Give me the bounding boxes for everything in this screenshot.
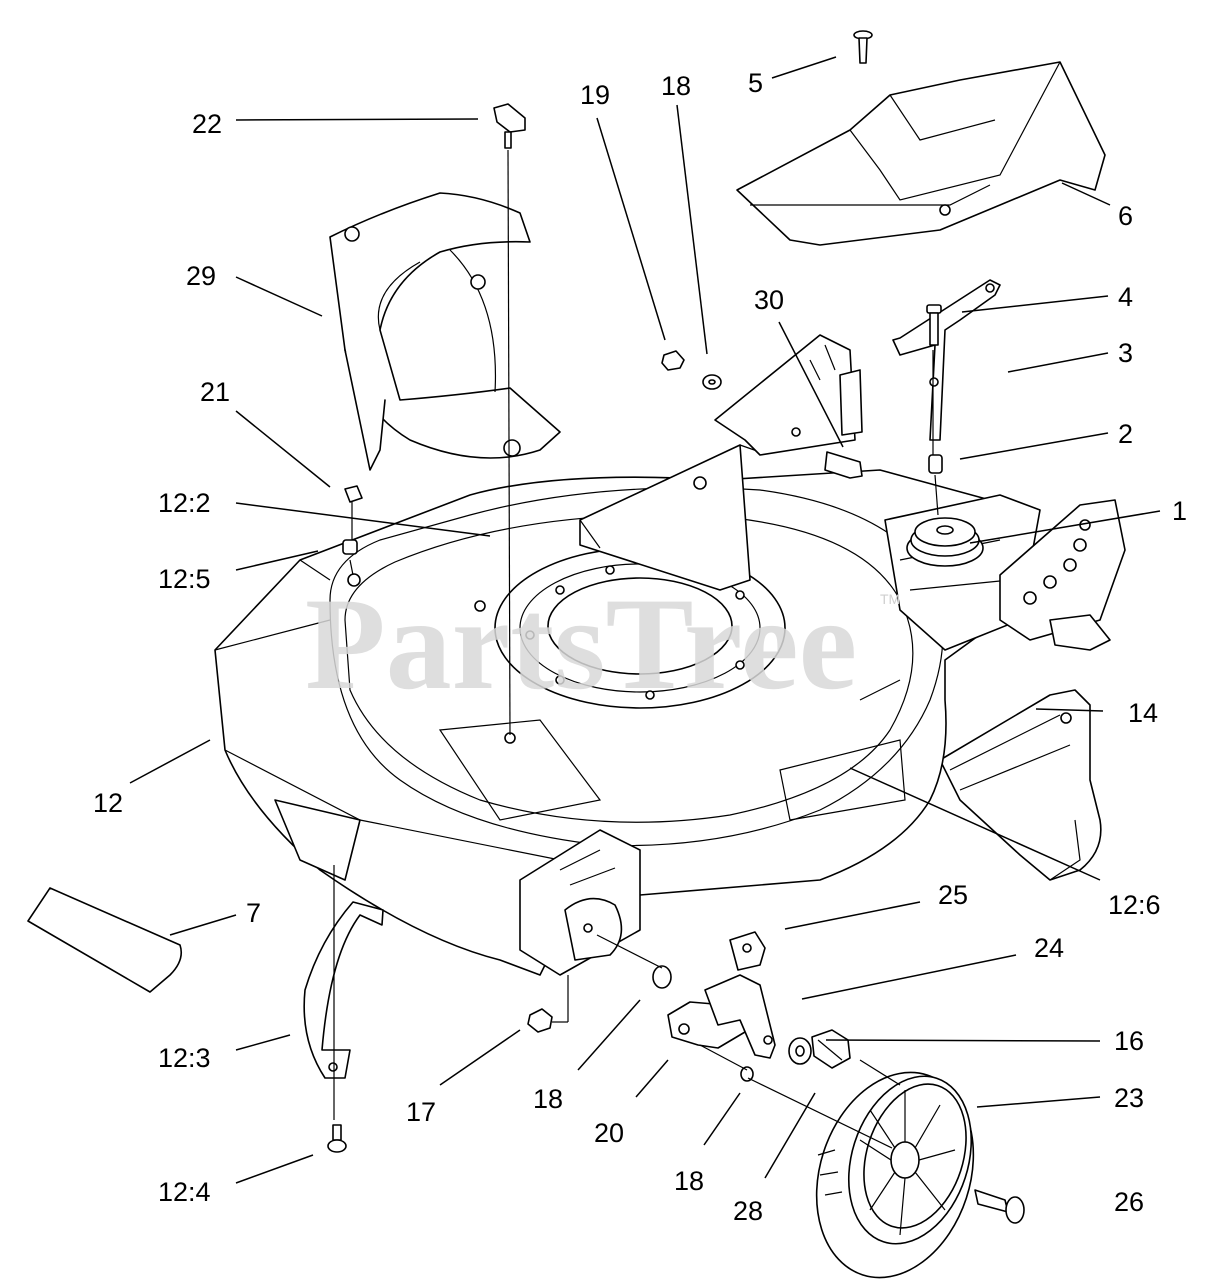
callout-labels: 1 2 3 4 5 6 7 12 12:2 12:3 12:4 12:5 12:… <box>93 68 1187 1226</box>
callout-30: 30 <box>754 285 784 315</box>
callout-12-3: 12:3 <box>158 1043 211 1073</box>
washer-part-18-small[interactable] <box>740 1066 754 1082</box>
rear-wheel-adjuster <box>999 499 1126 651</box>
callout-29: 29 <box>186 261 216 291</box>
mulch-plug-part[interactable] <box>329 192 561 471</box>
spacer-part[interactable] <box>928 454 943 474</box>
callout-19: 19 <box>580 80 610 110</box>
callout-12-6: 12:6 <box>1108 890 1161 920</box>
leader-lines <box>129 56 1161 1184</box>
callout-12-4: 12:4 <box>158 1177 211 1207</box>
pin-part-30[interactable] <box>791 427 863 479</box>
rear-skirt-part[interactable] <box>939 689 1102 881</box>
washer-part-16[interactable] <box>788 1037 812 1065</box>
watermark-text: PartsTree <box>305 570 857 717</box>
nut-part-19[interactable] <box>661 350 685 371</box>
decal-part[interactable] <box>27 887 183 993</box>
callout-12-2: 12:2 <box>158 488 211 518</box>
callout-21: 21 <box>200 377 230 407</box>
deflector-bracket-part[interactable] <box>303 901 384 1079</box>
callout-18-upper: 18 <box>661 71 691 101</box>
callout-1: 1 <box>1172 496 1187 526</box>
washer-part-18-upper[interactable] <box>702 374 722 390</box>
callout-20: 20 <box>594 1118 624 1148</box>
callout-12: 12 <box>93 788 123 818</box>
belt-cover-part[interactable] <box>736 61 1106 246</box>
callout-28: 28 <box>733 1196 763 1226</box>
callout-24: 24 <box>1034 933 1064 963</box>
assembly-lines <box>333 149 939 1149</box>
callout-23: 23 <box>1114 1083 1144 1113</box>
screw-part-21[interactable] <box>344 485 363 503</box>
screw-part-5[interactable] <box>853 30 873 64</box>
bracket-part-24[interactable] <box>704 974 776 1059</box>
front-wheel-housing <box>519 829 641 976</box>
callout-25: 25 <box>938 880 968 910</box>
callout-22: 22 <box>192 109 222 139</box>
axle-bolt-part-26[interactable] <box>974 1189 1025 1224</box>
bolt-part-28[interactable] <box>811 1029 851 1069</box>
callout-4: 4 <box>1118 282 1133 312</box>
bracket-part-25[interactable] <box>729 931 766 971</box>
callout-26: 26 <box>1114 1187 1144 1217</box>
bolt-part-4[interactable] <box>926 304 942 346</box>
watermark-trademark: TM <box>880 591 900 607</box>
callout-3: 3 <box>1118 338 1133 368</box>
callout-18-lower: 18 <box>533 1084 563 1114</box>
washer-part-18-lower[interactable] <box>652 965 672 989</box>
callout-14: 14 <box>1128 698 1158 728</box>
nut-part-17[interactable] <box>527 1008 553 1033</box>
adjuster-holes <box>1023 519 1091 605</box>
knob-part-22[interactable] <box>493 103 526 149</box>
callout-18-small: 18 <box>674 1166 704 1196</box>
callout-6: 6 <box>1118 201 1133 231</box>
pulley-part[interactable] <box>906 517 984 567</box>
callout-12-5: 12:5 <box>158 564 211 594</box>
callout-5: 5 <box>748 68 763 98</box>
screw-part-12-4[interactable] <box>327 1124 347 1153</box>
bracket-part[interactable] <box>892 279 1001 441</box>
bushing-part-12-5[interactable] <box>342 539 358 555</box>
callout-2: 2 <box>1118 419 1133 449</box>
callout-16: 16 <box>1114 1026 1144 1056</box>
callout-17: 17 <box>406 1097 436 1127</box>
callout-7: 7 <box>246 898 261 928</box>
wheel-part-23[interactable] <box>791 1052 999 1280</box>
